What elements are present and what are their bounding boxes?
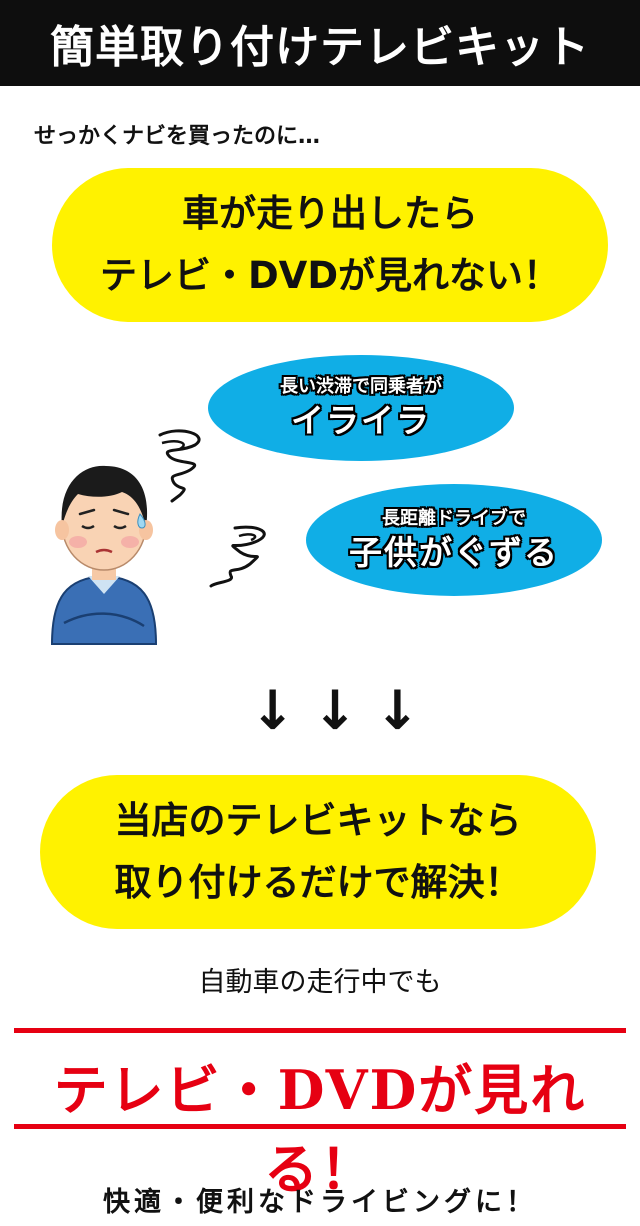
red-divider-top	[14, 1028, 626, 1033]
down-arrows: ↓ ↓ ↓	[250, 675, 420, 745]
solution-line-2: 取り付けるだけで解決！	[114, 861, 522, 904]
intro-text: せっかくナビを買ったのに…	[34, 124, 321, 149]
speech-bubble-kids: 長距離ドライブで 子供がぐずる	[306, 484, 602, 596]
frustration-swirl-icon	[158, 429, 201, 503]
header-title: 簡単取り付けテレビキット	[50, 22, 590, 73]
bubble-1-big: イライラ	[291, 401, 431, 440]
subline-text: 自動車の走行中でも	[198, 967, 442, 998]
highlight-text: テレビ・DVDが見れる！	[53, 1058, 587, 1201]
solution-line-1: 当店のテレビキットなら	[114, 799, 522, 842]
bubble-2-big: 子供がぐずる	[349, 533, 559, 572]
problem-pill: 車が走り出したら テレビ・DVDが見れない！	[52, 168, 608, 322]
speech-bubble-traffic: 長い渋滞で同乗者が イライラ	[208, 355, 514, 461]
page-header: 簡単取り付けテレビキット	[0, 0, 640, 86]
problem-line-1: 車が走り出したら	[182, 192, 478, 235]
bubble-2-small: 長距離ドライブで	[382, 508, 526, 529]
down-arrow-icon-2: ↓	[312, 678, 358, 742]
problem-line-2: テレビ・DVDが見れない！	[99, 254, 561, 297]
frustration-swirl-icon-2	[209, 525, 266, 588]
red-divider-bottom	[14, 1124, 626, 1129]
down-arrow-icon-3: ↓	[374, 678, 420, 742]
solution-pill: 当店のテレビキットなら 取り付けるだけで解決！	[40, 775, 596, 929]
bubble-1-small: 長い渋滞で同乗者が	[280, 376, 442, 397]
down-arrow-icon-1: ↓	[250, 678, 296, 742]
troubled-man-illustration	[50, 465, 158, 645]
footer-text: 快適・便利なドライビングに！	[103, 1187, 537, 1218]
